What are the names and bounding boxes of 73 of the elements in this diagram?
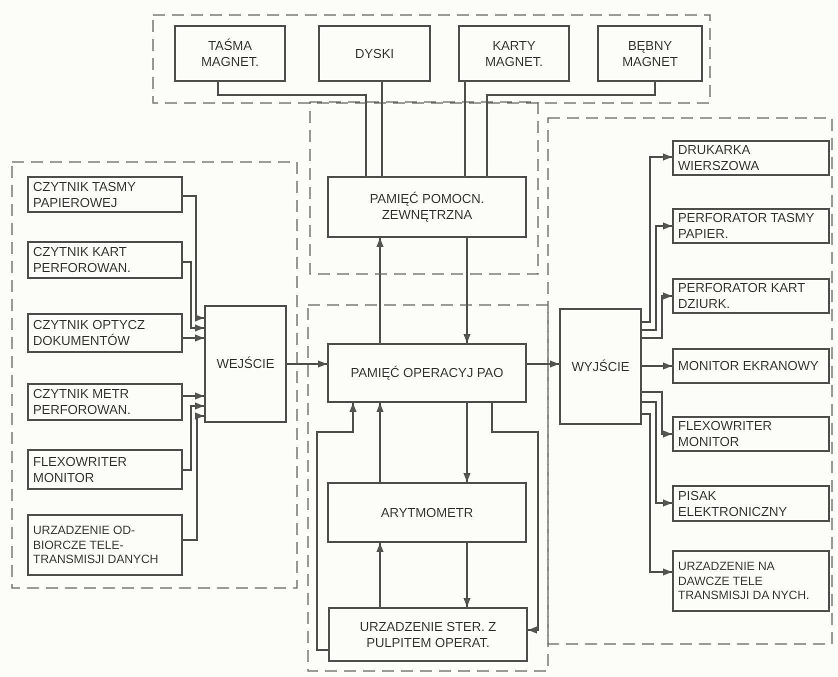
device-box	[672, 416, 830, 452]
arrow	[527, 360, 559, 368]
device-box	[27, 449, 183, 490]
box-label: CZYTNIK TASMY PAPIEROWEJ	[33, 178, 137, 210]
arrow	[183, 392, 204, 400]
device-box	[672, 348, 830, 384]
arrow	[463, 403, 471, 482]
device-box	[559, 308, 642, 425]
device-box	[328, 607, 528, 662]
arrow	[287, 360, 327, 368]
device-box	[27, 313, 183, 353]
box-label: PISAK ELEKTRONICZNY	[678, 488, 788, 520]
device-box	[597, 25, 703, 82]
box-label: PERFORATOR TASMY PAPIER.	[678, 210, 816, 242]
arrow	[642, 413, 672, 576]
device-box	[672, 208, 830, 244]
arrow	[463, 543, 471, 607]
arrow	[376, 543, 384, 607]
device-box	[327, 482, 527, 543]
box-label: DYSKI	[354, 46, 394, 62]
box-label: ARYTMOMETR	[380, 504, 474, 520]
box-label: MONITOR EKRANOWY	[678, 358, 819, 374]
arrow	[642, 222, 672, 331]
device-box	[672, 550, 830, 612]
connector-line	[217, 82, 367, 176]
arrow	[376, 238, 384, 343]
device-box	[174, 25, 286, 82]
box-label: PERFORATOR KART DZIURK.	[678, 280, 806, 312]
device-box	[318, 25, 431, 82]
arrow	[183, 412, 204, 541]
device-box	[458, 25, 570, 82]
arrow	[642, 362, 672, 370]
device-box	[204, 305, 287, 423]
device-box	[27, 383, 183, 421]
device-box	[672, 140, 830, 176]
arrow	[642, 292, 672, 339]
box-label: PAMIĘĆ OPERACYJ PAO	[350, 365, 504, 381]
box-label: KARTY MAGNET.	[484, 38, 544, 70]
device-box	[672, 278, 830, 314]
box-label: URZADZENIE NA DAWCZE TELE TRANSMISJI DA NYCH.	[678, 559, 810, 603]
box-label: CZYTNIK METR PERFOROWAN.	[33, 386, 132, 418]
box-label: TAŚMA MAGNET.	[200, 38, 260, 70]
arrow	[316, 403, 357, 651]
box-label: FLEXOWRITER MONITOR	[33, 454, 128, 486]
box-label: DRUKARKA WIERSZOWA	[678, 142, 760, 174]
box-label: WEJŚCIE	[216, 356, 274, 372]
device-box	[327, 176, 527, 238]
device-box	[27, 514, 183, 576]
device-box	[27, 241, 183, 279]
device-box	[27, 176, 183, 213]
arrow	[642, 391, 672, 438]
arrow	[642, 153, 672, 323]
box-label: PAMIĘĆ POMOCN. ZEWNĘTRZNA	[368, 191, 486, 223]
connector-line	[464, 82, 466, 176]
arrow	[183, 402, 204, 471]
device-box	[327, 343, 527, 403]
arrow	[463, 238, 471, 343]
connector-line	[381, 82, 383, 176]
arrow	[183, 195, 204, 322]
box-label: CZYTNIK OPTYCZ DOKUMENTÓW	[33, 317, 146, 349]
box-label: FLEXOWRITER MONITOR	[678, 418, 773, 450]
box-label: URZADZENIE STER. Z PULPITEM OPERAT.	[358, 618, 498, 650]
box-label: WYJŚCIE	[572, 358, 630, 374]
arrow	[183, 334, 204, 342]
arrow	[642, 401, 672, 507]
box-label: BĘBNY MAGNET	[621, 38, 679, 70]
connector-line	[486, 82, 656, 176]
arrow	[376, 403, 384, 482]
arrow	[491, 403, 539, 634]
box-label: CZYTNIK KART PERFOROWAN.	[33, 244, 132, 276]
box-label: URZADZENIE OD- BIORCZE TELE- TRANSMISJI DANYCH	[33, 523, 160, 567]
device-box	[672, 485, 830, 522]
arrow	[183, 261, 204, 332]
